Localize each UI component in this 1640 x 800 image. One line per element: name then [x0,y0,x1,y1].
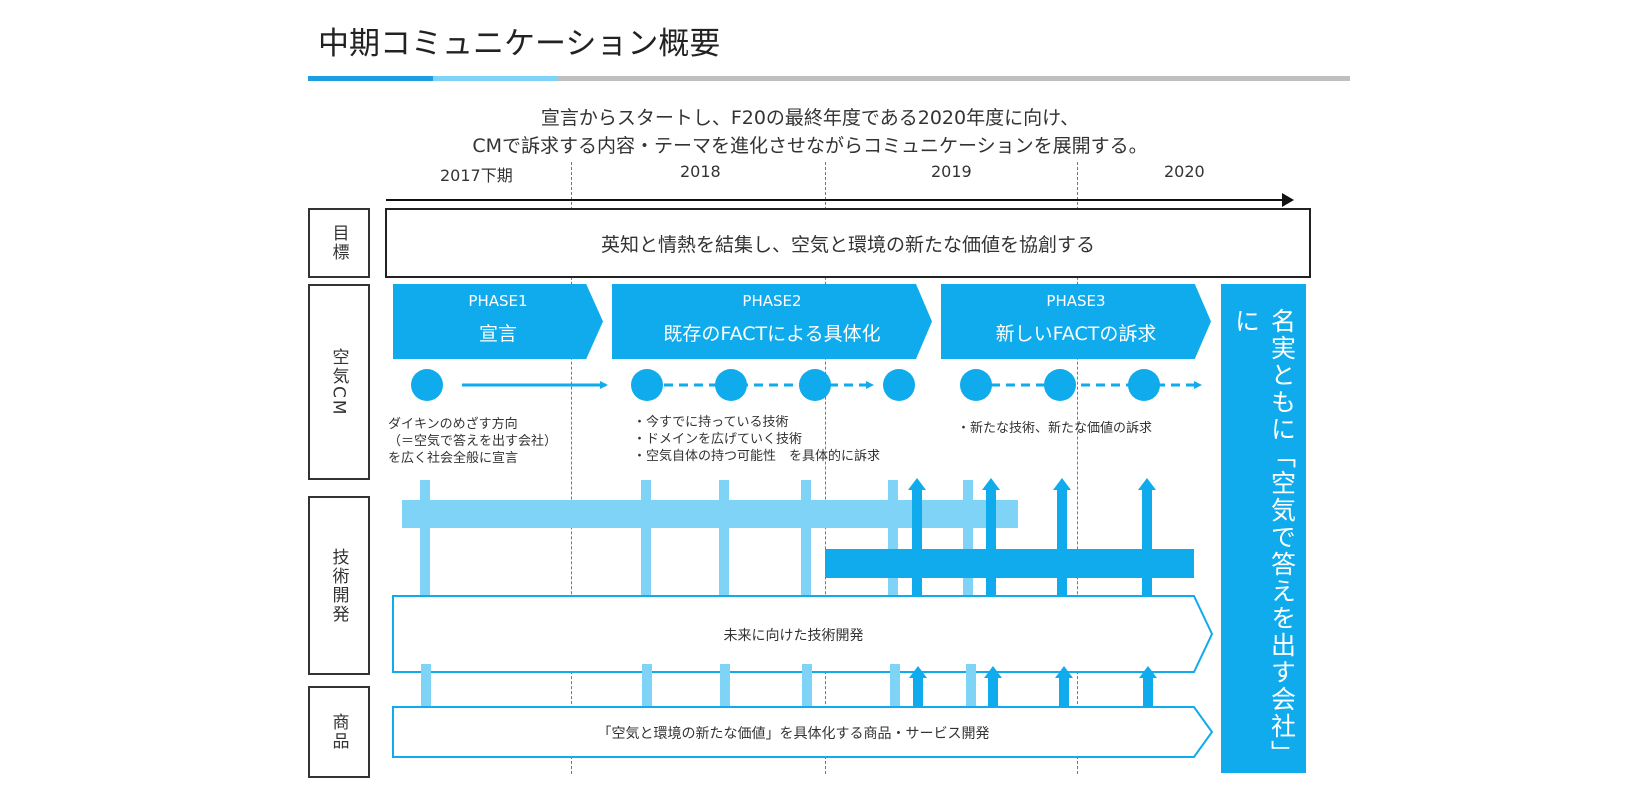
phase2-note-line: ・今すでに持っている技術 [633,415,789,430]
period-label-2020: 2020 [1164,162,1205,181]
row-label-goal: 目標 [308,208,370,278]
page-title: 中期コミュニケーション概要 [318,26,721,62]
cm-milestone-dot [411,369,443,401]
phase2-note-line: ・ドメインを広げていく技術 [633,432,803,447]
period-label-2017h2: 2017下期 [440,166,513,185]
cm-milestone-dot [960,369,992,401]
cm-milestone-dot [799,369,831,401]
period-label-2019: 2019 [931,162,972,181]
product-band-text: 「空気と環境の新たな価値」を具体化する商品・サービス開発 [597,726,990,742]
row-label-product: 商品 [308,686,370,778]
timeline-arrowhead [1282,193,1294,207]
timeline-axis [386,199,1286,201]
phase1-title: 宣言 [478,323,517,345]
goal-box: 英知と情熱を結集し、空気と環境の新たな価値を協創する [385,208,1311,278]
slogan-text: 名実ともに「空気で答えを出す会社」に [1231,308,1297,767]
phase1-chevron: PHASE1 宣言 [393,284,603,359]
product-up-arrows [909,666,1157,730]
phase1-note-line: ダイキンのめざす方向 [388,417,518,432]
tech-band-text: 未来に向けた技術開発 [723,628,864,644]
row-label-tech: 技術開発 [308,496,370,675]
phase1-label: PHASE1 [468,292,528,310]
phase2-label: PHASE2 [742,292,802,310]
title-underline-accent-light [433,76,558,81]
tech-bar-new [825,549,1194,578]
period-label-2018: 2018 [680,162,721,181]
cm-milestone-dot [1128,369,1160,401]
period-separator-2019 [825,162,826,774]
phase3-note-line: ・新たな技術、新たな価値の訴求 [957,421,1153,436]
cm-milestone-dot [1044,369,1076,401]
period-separator-2018 [571,162,572,774]
phase2-chevron: PHASE2 既存のFACTによる具体化 [612,284,932,359]
goal-text: 英知と情熱を結集し、空気と環境の新たな価値を協創する [600,233,1095,256]
tech-band-outline [392,595,1214,673]
tech-up-arrows [908,478,1156,622]
phase2-title: 既存のFACTによる具体化 [663,323,881,345]
phase2-note-line: ・空気自体の持つ可能性 を具体的に訴求 [633,449,881,464]
row-label-cm-text: 空気CM [328,347,349,417]
title-underline-accent [308,76,433,81]
phase1-notes: ダイキンのめざす方向 （＝空気で答えを出す会社） を広く社会全般に宣言 [388,416,557,467]
phase2-notes: ・今すでに持っている技術 ・ドメインを広げていく技術 ・空気自体の持つ可能性 を… [633,414,880,465]
row-label-tech-text: 技術開発 [328,547,349,624]
slogan-panel: 名実ともに「空気で答えを出す会社」に [1221,284,1306,773]
phase1-note-line: （＝空気で答えを出す会社） [388,434,558,449]
phase3-title: 新しいFACTの訴求 [995,323,1157,345]
cm-milestone-dot [715,369,747,401]
intro-line-2: CMで訴求する内容・テーマを進化させながらコミュニケーションを展開する。 [472,135,1148,157]
row-label-product-text: 商品 [328,713,349,751]
phase1-note-line: を広く社会全般に宣言 [388,451,519,466]
title-underline [308,76,1350,81]
phase3-chevron: PHASE3 新しいFACTの訴求 [941,284,1211,359]
tech-bar-current [402,500,1018,528]
cm-milestone-dot [883,369,915,401]
period-separator-2020 [1077,162,1078,774]
row-label-goal-text: 目標 [328,224,349,262]
phase3-notes: ・新たな技術、新たな価値の訴求 [957,420,1152,437]
phase3-label: PHASE3 [1046,292,1106,310]
product-band-outline [392,706,1214,758]
row-label-cm: 空気CM [308,284,370,480]
intro-line-1: 宣言からスタートし、F20の最終年度である2020年度に向け、 [540,107,1080,129]
cm-milestone-dot [631,369,663,401]
